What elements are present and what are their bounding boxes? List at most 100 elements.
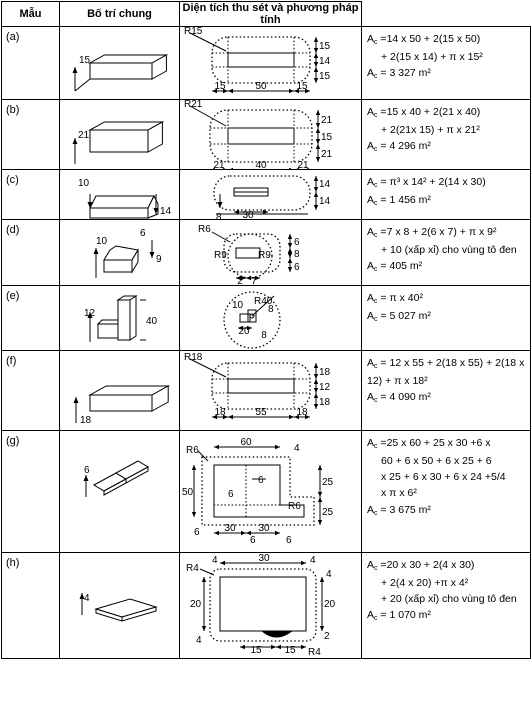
area-subscript: c <box>374 73 378 81</box>
rod-line <box>74 78 91 92</box>
area-subscript: c <box>374 565 378 572</box>
arrow-head <box>228 88 233 94</box>
arrow-head <box>214 444 219 450</box>
formula-text: = π x 40² <box>377 292 423 304</box>
arrow-head <box>313 78 319 83</box>
dimension-label: 20 <box>238 326 250 337</box>
formula-text: + 2(15 x 14) + π x 15² <box>381 50 483 63</box>
calculation-line: Ac = 405 m² <box>367 258 526 276</box>
dimension-label: 8 <box>268 304 274 315</box>
radius-label: R6 <box>198 224 211 235</box>
arrow-head <box>83 475 89 481</box>
arrow-head <box>246 530 251 536</box>
collection-area-outline <box>213 175 311 211</box>
dimension-label: 4 <box>212 555 218 566</box>
sample-label: (a) <box>1 26 60 100</box>
dimension-label: 55 <box>255 407 267 418</box>
arrow-head <box>287 243 293 248</box>
arrow-head <box>317 465 323 470</box>
formula-text: + 2(4 x 20) +π x 4² <box>381 576 469 589</box>
calculation-line: Ac = π³ x 14² + 2(14 x 30) <box>367 174 526 192</box>
calculation-line: Ac = 3 327 m² <box>367 65 526 83</box>
shaded-region <box>260 630 294 638</box>
dimension-label: 15 <box>250 645 262 656</box>
dimension-label: 6 <box>194 527 200 538</box>
collection-area-outline <box>223 291 281 349</box>
dimension-label: 21 <box>213 160 225 169</box>
dimension-label: 2 <box>237 276 243 285</box>
layout-figure-cell: 18 <box>59 350 180 431</box>
calculation-line: 60 + 6 x 50 + 6 x 25 + 6 <box>367 453 526 469</box>
building-outline <box>227 52 295 68</box>
dimension-label: 30 <box>258 523 270 534</box>
calculation-line: + 10 (xấp xỉ) cho vùng tô đen <box>367 242 526 258</box>
area-symbol: A <box>367 503 375 516</box>
dimension-label: 15 <box>296 81 308 92</box>
height-label: 10 <box>78 178 90 189</box>
arrow-head <box>287 267 293 272</box>
dimension-label: 20 <box>324 599 336 610</box>
building-outline <box>227 127 295 145</box>
area-subscript: c <box>374 298 378 305</box>
formula-text: = 5 027 m² <box>377 309 431 322</box>
height-label: 12 <box>84 308 96 319</box>
radius-leader <box>251 295 275 317</box>
arrow-head <box>271 644 276 650</box>
isometric-building-figure: 15 <box>72 54 169 92</box>
formula-text: x π x 6² <box>381 487 417 500</box>
area-calculation: Ac = π³ x 14² + 2(14 x 30)Ac = 1 456 m² <box>361 169 531 220</box>
arrow-head <box>247 325 252 331</box>
area-calculation: Ac =14 x 50 + 2(15 x 50) + 2(15 x 14) + π… <box>361 26 531 100</box>
calculation-line: + 2(21x 15) + π x 21² <box>367 122 526 138</box>
arrow-head <box>313 379 319 384</box>
radius-label: R6 <box>288 501 301 512</box>
formula-text: + 10 (xấp xỉ) cho vùng tô đen <box>381 243 517 256</box>
radius-label: R9 <box>214 250 227 261</box>
sample-label: (f) <box>1 350 60 431</box>
collection-area-outline <box>201 456 315 526</box>
dimension-label: 15 <box>214 81 226 92</box>
area-subscript: c <box>374 363 378 370</box>
collection-area-outline <box>227 233 273 279</box>
arrow-head <box>317 492 323 497</box>
arrow-head <box>313 187 319 192</box>
height-label: 21 <box>78 130 90 141</box>
arrow-head <box>315 110 321 115</box>
area-subscript: c <box>374 266 378 274</box>
dimension-label: 14 <box>319 56 331 67</box>
radius-leader <box>197 450 209 462</box>
building-side <box>147 121 163 153</box>
area-subscript: c <box>374 397 378 405</box>
arrow-head <box>315 157 321 162</box>
calculation-line: + 2(4 x 20) +π x 4² <box>367 575 526 591</box>
formula-text: =15 x 40 + 2(21 x 40) <box>377 106 481 118</box>
dimension-label: 15 <box>284 645 296 656</box>
area-calculation: Ac =15 x 40 + 2(21 x 40)+ 2(21x 15) + π … <box>361 99 531 170</box>
arrow-head <box>305 414 310 420</box>
radius-leader <box>189 105 227 127</box>
radius-label: R40 <box>254 296 273 307</box>
dimension-label: 15 <box>321 132 333 143</box>
area-symbol: A <box>367 67 375 80</box>
sample-label: (e) <box>1 285 60 351</box>
arrow-head <box>315 144 321 149</box>
area-symbol: A <box>367 193 375 206</box>
building-side <box>151 54 167 80</box>
arrow-head <box>223 414 228 420</box>
dimension-label: 20 <box>190 599 202 610</box>
building-front <box>89 394 153 412</box>
arrow-head <box>238 325 243 331</box>
dimension-label: 8 <box>216 212 222 219</box>
collection-area-outline <box>211 36 311 84</box>
radius-label: R15 <box>184 27 203 37</box>
arrow-head <box>212 167 215 169</box>
formula-text: =14 x 50 + 2(15 x 50) <box>377 33 481 45</box>
area-subscript: c <box>374 39 378 46</box>
